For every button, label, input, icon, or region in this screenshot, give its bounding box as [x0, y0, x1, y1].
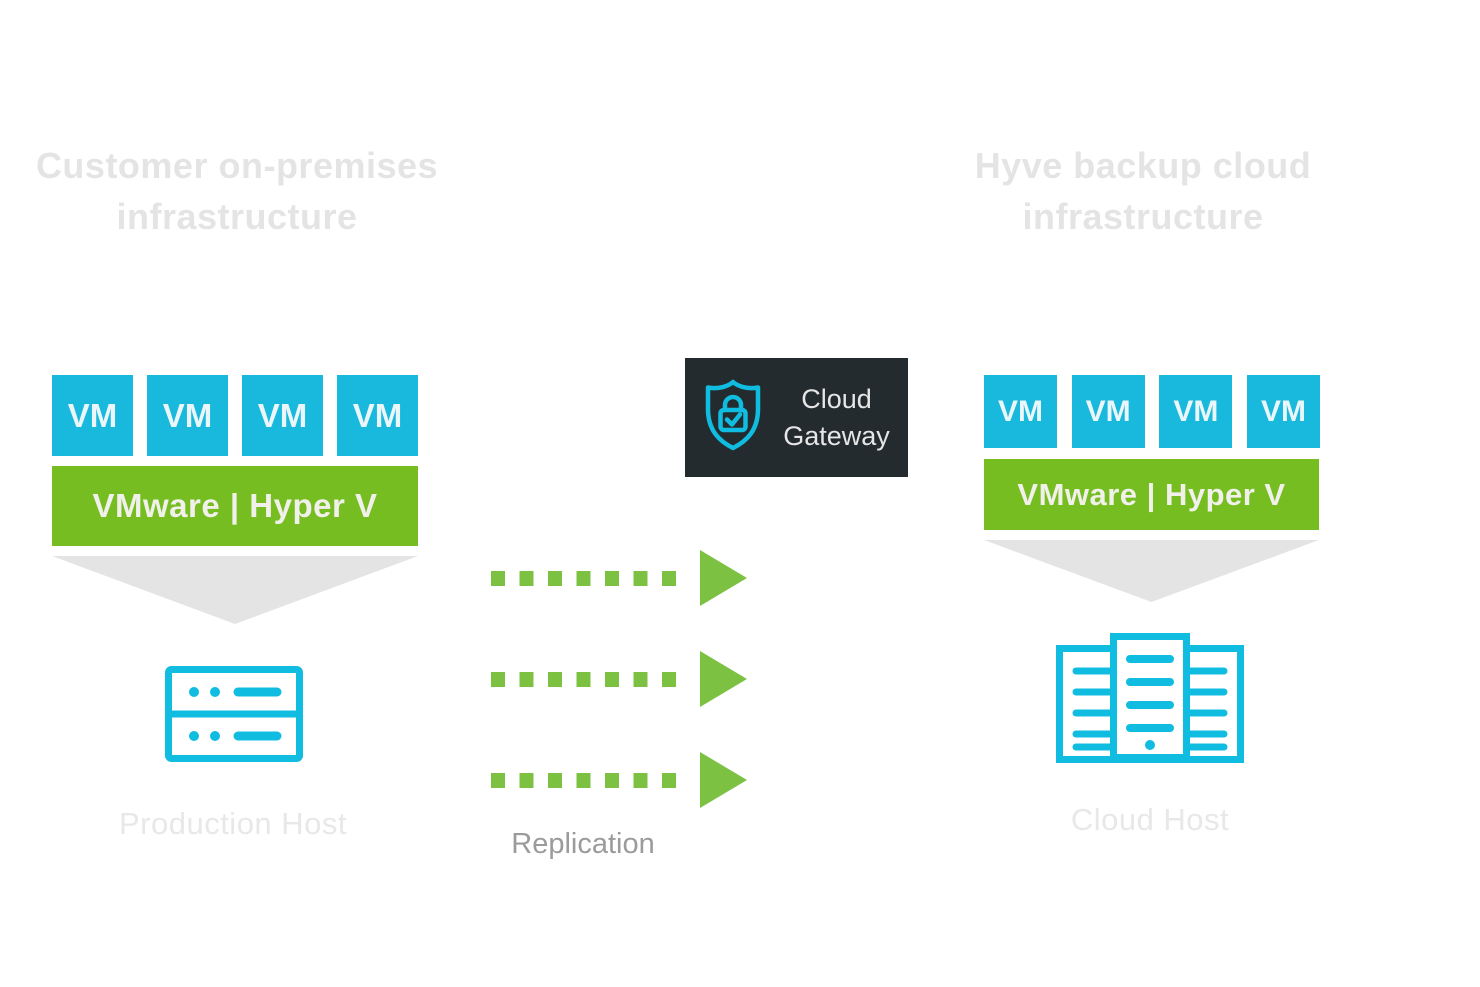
server-rack-icon: [165, 666, 303, 762]
left-hypervisor-bar: VMware | Hyper V: [52, 466, 418, 546]
left-column-heading: Customer on-premises infrastructure: [17, 140, 457, 242]
right-funnel-triangle: [984, 540, 1319, 602]
replication-arrow: [491, 752, 747, 808]
shield-lock-check-icon: [701, 379, 765, 456]
arrow-head: [700, 550, 747, 606]
right-hypervisor-bar: VMware | Hyper V: [984, 459, 1319, 530]
replication-arrow: [491, 550, 747, 606]
right-host-label: Cloud Host: [1070, 802, 1230, 837]
vm-box: VM: [147, 375, 228, 456]
vm-box: VM: [52, 375, 133, 456]
right-vm-row: VM VM VM VM: [984, 375, 1320, 448]
right-column-heading: Hyve backup cloud infrastructure: [923, 140, 1363, 242]
arrow-head: [700, 651, 747, 707]
vm-box: VM: [984, 375, 1057, 448]
vm-box: VM: [1071, 375, 1145, 448]
cloud-gateway-label: Cloud Gateway: [765, 381, 908, 455]
left-vm-row: VM VM VM VM: [52, 375, 418, 456]
right-heading-line1: Hyve backup cloud: [974, 145, 1312, 186]
vm-box: VM: [1159, 375, 1233, 448]
datacenter-icon: [1056, 632, 1244, 763]
arrow-dashes: [491, 570, 689, 586]
left-host-label: Production Host: [118, 806, 348, 841]
left-heading-line2: infrastructure: [116, 196, 358, 237]
left-heading-line1: Customer on-premises: [35, 145, 439, 186]
left-funnel-triangle: [52, 556, 418, 624]
right-heading-line2: infrastructure: [1022, 196, 1264, 237]
vm-box: VM: [242, 375, 323, 456]
arrow-dashes: [491, 671, 689, 687]
vm-box: VM: [1246, 375, 1320, 448]
arrow-dashes: [491, 772, 689, 788]
replication-arrow: [491, 651, 747, 707]
gateway-label-line2: Gateway: [783, 420, 890, 451]
gateway-label-line1: Cloud: [801, 383, 872, 414]
arrow-head: [700, 752, 747, 808]
vm-box: VM: [337, 375, 418, 456]
replication-label: Replication: [511, 828, 655, 860]
cloud-gateway-panel: Cloud Gateway: [685, 358, 908, 477]
